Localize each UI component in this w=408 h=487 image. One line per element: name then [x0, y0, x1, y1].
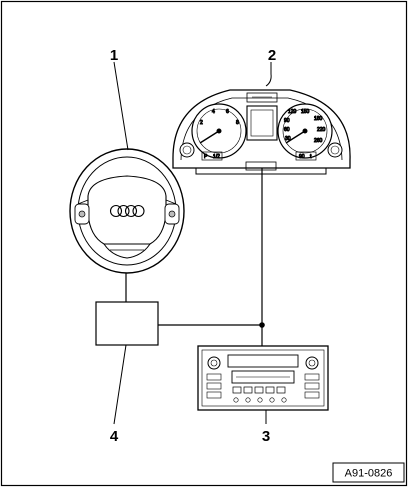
- wheel-hub: [87, 175, 167, 245]
- gear-indicator: P: [204, 154, 208, 160]
- instrument-cluster: 2 4 6 8 150 180 220 260 120 90 60 30 P 1…: [172, 89, 351, 175]
- fuel-mark: 1/2: [213, 154, 220, 160]
- center-display: [246, 105, 278, 141]
- tacho-label-6: 6: [226, 109, 229, 115]
- speedo-label-90: 90: [284, 118, 290, 124]
- tacho-label-2: 2: [200, 120, 203, 126]
- leader-1: [113, 61, 129, 151]
- warning-lamp-strip: [246, 92, 278, 103]
- radio-faceplate: [197, 345, 329, 411]
- fuel-gauge: [179, 142, 195, 158]
- speedo-label-120: 120: [288, 109, 297, 115]
- wheel-rim-outer: [69, 148, 185, 274]
- odo-display: [295, 151, 317, 161]
- control-unit-box: [95, 301, 159, 346]
- trip-display: [201, 151, 223, 161]
- leader-4: [113, 344, 127, 425]
- volume-knob: [207, 356, 221, 370]
- temp-mark: 90: [299, 154, 305, 160]
- cassette-slot: [231, 370, 295, 384]
- tacho-label-8: 8: [236, 120, 239, 126]
- temp-gauge: [327, 142, 343, 158]
- wheel-lower-spoke: [103, 243, 151, 259]
- radio-display: [227, 354, 299, 368]
- speedo-label-150: 150: [301, 109, 310, 115]
- tuning-knob: [305, 356, 319, 370]
- callout-3: 3: [262, 428, 270, 445]
- leader-2: [265, 62, 272, 87]
- callout-1: 1: [110, 47, 118, 64]
- speedo-label-60: 60: [284, 127, 290, 133]
- tacho-needle: [199, 130, 220, 144]
- wiring: [125, 162, 263, 346]
- reference-code: A91-0826: [345, 468, 393, 480]
- speedo-label-220: 220: [317, 127, 326, 133]
- speedo-label-30: 30: [285, 136, 291, 142]
- reference-code-box: [332, 462, 405, 483]
- preset-buttons: [232, 386, 286, 394]
- callout-2: 2: [268, 47, 276, 64]
- temp-symbol: t: [310, 154, 312, 160]
- tacho-label-4: 4: [212, 109, 215, 115]
- callout-4: 4: [110, 428, 119, 445]
- steering-wheel: [69, 148, 185, 274]
- speedo-label-180: 180: [314, 116, 323, 122]
- speedo-label-260: 260: [314, 138, 323, 144]
- speedo-needle: [285, 130, 306, 144]
- junction-dot: [259, 322, 265, 328]
- audi-rings-logo: [109, 204, 145, 218]
- radio-unit: [197, 345, 329, 411]
